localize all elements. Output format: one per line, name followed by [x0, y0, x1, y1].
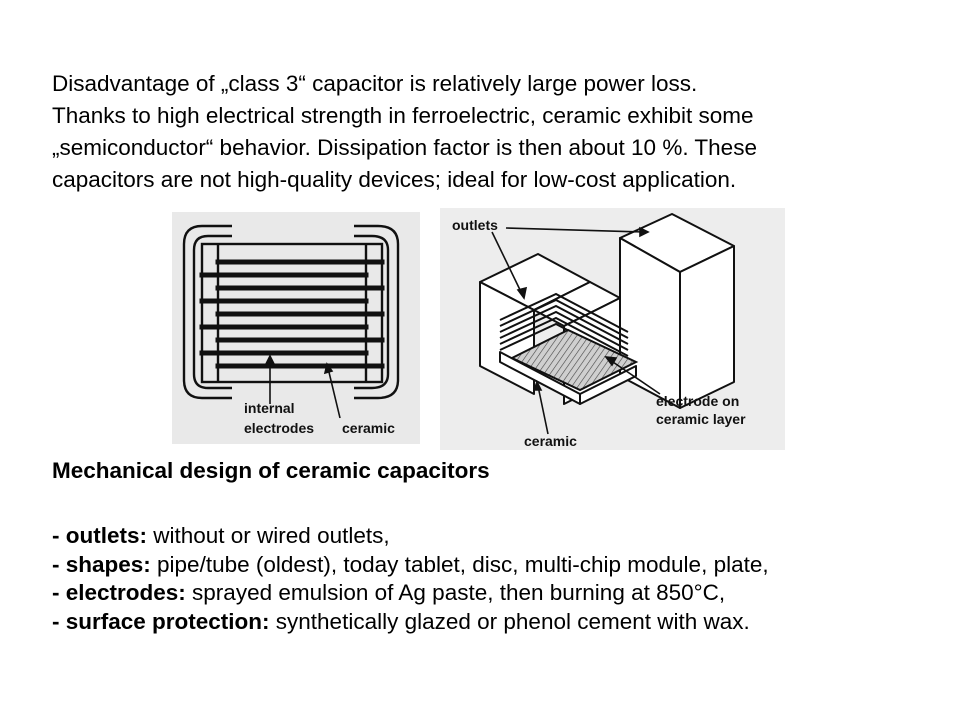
bullet-term: - shapes: — [52, 551, 151, 577]
intro-line: „semiconductor“ behavior. Dissipation fa… — [52, 135, 757, 160]
label-ceramic: ceramic — [342, 420, 395, 436]
bullet-term: - electrodes: — [52, 580, 186, 605]
capacitor-cross-section-diagram: internal electrodes ceramic — [172, 212, 420, 444]
bullet-term: - outlets: — [52, 523, 147, 548]
intro-line: Disadvantage of „class 3“ capacitor is r… — [52, 71, 698, 96]
bullet-text: sprayed emulsion of Ag paste, then burni… — [185, 580, 726, 605]
capacitor-cutaway-diagram: outlets electrode on ceramic layer ceram… — [440, 208, 785, 450]
bullet-list: - outlets: without or wired outlets, - s… — [52, 522, 942, 636]
intro-line: Thanks to high electrical strength in fe… — [52, 103, 754, 128]
label-outlets: outlets — [452, 217, 498, 233]
label-ceramic: ceramic — [524, 433, 577, 449]
bullet-shapes: - shapes: pipe/tube (oldest), today tabl… — [52, 551, 942, 580]
label-internal-electrodes-1: internal — [244, 400, 295, 416]
bullet-text: synthetically glazed or phenol cement wi… — [269, 608, 750, 634]
intro-line: capacitors are not high-quality devices;… — [52, 167, 737, 192]
bullet-surface-protection: - surface protection: synthetically glaz… — [52, 608, 942, 637]
bullet-text: pipe/tube (oldest), today tablet, disc, … — [150, 551, 769, 577]
section-title: Mechanical design of ceramic capacitors — [52, 458, 490, 483]
bullet-text: without or wired outlets, — [147, 523, 390, 548]
label-electrode-on-ceramic-1: electrode on — [656, 393, 739, 409]
bullet-outlets: - outlets: without or wired outlets, — [52, 522, 942, 551]
intro-paragraph: Disadvantage of „class 3“ capacitor is r… — [52, 68, 932, 196]
label-internal-electrodes-2: electrodes — [244, 420, 314, 436]
bullet-term: - surface protection: — [52, 608, 270, 634]
label-electrode-on-ceramic-2: ceramic layer — [656, 411, 746, 427]
bullet-electrodes: - electrodes: sprayed emulsion of Ag pas… — [52, 579, 942, 608]
